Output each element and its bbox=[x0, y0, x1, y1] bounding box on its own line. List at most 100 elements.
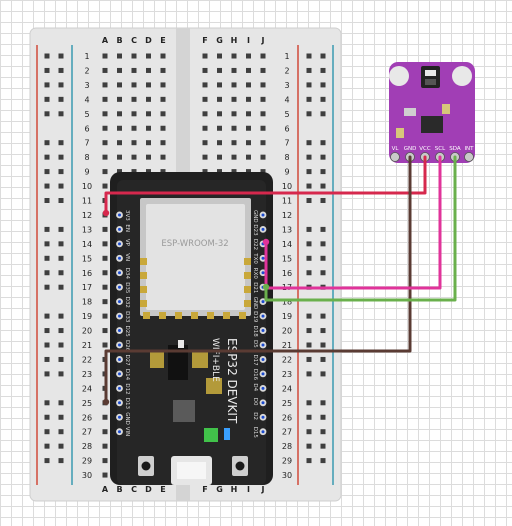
rail-hole[interactable] bbox=[44, 226, 50, 232]
breadboard-hole[interactable] bbox=[160, 53, 166, 59]
rail-hole[interactable] bbox=[320, 342, 326, 348]
rail-hole[interactable] bbox=[320, 111, 326, 117]
rail-hole[interactable] bbox=[306, 82, 312, 88]
rail-hole[interactable] bbox=[306, 313, 312, 319]
breadboard-hole[interactable] bbox=[117, 96, 122, 102]
breadboard-hole[interactable] bbox=[160, 154, 166, 160]
breadboard-hole[interactable] bbox=[217, 125, 222, 131]
breadboard-hole[interactable] bbox=[202, 125, 208, 131]
breadboard-hole[interactable] bbox=[231, 53, 237, 59]
rail-hole[interactable] bbox=[58, 111, 64, 117]
breadboard-hole[interactable] bbox=[102, 299, 108, 305]
rail-hole[interactable] bbox=[306, 328, 312, 334]
rail-hole[interactable] bbox=[306, 371, 312, 377]
rail-hole[interactable] bbox=[320, 154, 326, 160]
breadboard-hole[interactable] bbox=[131, 67, 137, 73]
breadboard-hole[interactable] bbox=[146, 169, 151, 175]
rail-hole[interactable] bbox=[58, 328, 64, 334]
sensor-pin[interactable] bbox=[464, 152, 474, 162]
rail-hole[interactable] bbox=[44, 458, 50, 464]
breadboard-hole[interactable] bbox=[246, 82, 251, 88]
breadboard-hole[interactable] bbox=[246, 111, 251, 117]
rail-hole[interactable] bbox=[320, 67, 326, 73]
rail-hole[interactable] bbox=[306, 429, 312, 435]
breadboard-hole[interactable] bbox=[146, 96, 151, 102]
breadboard-hole[interactable] bbox=[217, 67, 222, 73]
breadboard-hole[interactable] bbox=[102, 226, 108, 232]
breadboard-hole[interactable] bbox=[102, 429, 108, 435]
rail-hole[interactable] bbox=[320, 443, 326, 449]
rail-hole[interactable] bbox=[58, 82, 64, 88]
breadboard-hole[interactable] bbox=[102, 169, 108, 175]
rail-hole[interactable] bbox=[44, 241, 50, 247]
rail-hole[interactable] bbox=[320, 255, 326, 261]
rail-hole[interactable] bbox=[306, 443, 312, 449]
breadboard-hole[interactable] bbox=[231, 169, 237, 175]
rail-hole[interactable] bbox=[58, 356, 64, 362]
rail-hole[interactable] bbox=[44, 342, 50, 348]
rail-hole[interactable] bbox=[44, 169, 50, 175]
breadboard-hole[interactable] bbox=[117, 67, 122, 73]
rail-hole[interactable] bbox=[320, 371, 326, 377]
rail-hole[interactable] bbox=[58, 400, 64, 406]
breadboard-hole[interactable] bbox=[117, 154, 122, 160]
breadboard-hole[interactable] bbox=[102, 328, 108, 334]
breadboard-hole[interactable] bbox=[231, 96, 237, 102]
breadboard-hole[interactable] bbox=[102, 313, 108, 319]
breadboard-hole[interactable] bbox=[160, 140, 166, 146]
rail-hole[interactable] bbox=[58, 226, 64, 232]
rail-hole[interactable] bbox=[58, 96, 64, 102]
rail-hole[interactable] bbox=[306, 255, 312, 261]
breadboard-hole[interactable] bbox=[146, 140, 151, 146]
rail-hole[interactable] bbox=[58, 342, 64, 348]
rail-hole[interactable] bbox=[44, 356, 50, 362]
rail-hole[interactable] bbox=[44, 255, 50, 261]
rail-hole[interactable] bbox=[44, 82, 50, 88]
breadboard-hole[interactable] bbox=[260, 67, 266, 73]
breadboard-hole[interactable] bbox=[246, 169, 251, 175]
rail-hole[interactable] bbox=[44, 443, 50, 449]
rail-hole[interactable] bbox=[58, 270, 64, 276]
breadboard-hole[interactable] bbox=[202, 67, 208, 73]
sensor-pin[interactable] bbox=[390, 152, 400, 162]
rail-hole[interactable] bbox=[306, 183, 312, 189]
rail-hole[interactable] bbox=[306, 169, 312, 175]
breadboard-hole[interactable] bbox=[202, 82, 208, 88]
rail-hole[interactable] bbox=[306, 414, 312, 420]
rail-hole[interactable] bbox=[44, 328, 50, 334]
rail-hole[interactable] bbox=[320, 270, 326, 276]
breadboard-hole[interactable] bbox=[102, 67, 108, 73]
rail-hole[interactable] bbox=[58, 53, 64, 59]
breadboard-hole[interactable] bbox=[131, 82, 137, 88]
breadboard-hole[interactable] bbox=[131, 53, 137, 59]
rail-hole[interactable] bbox=[306, 198, 312, 203]
rail-hole[interactable] bbox=[320, 140, 326, 146]
rail-hole[interactable] bbox=[58, 371, 64, 377]
breadboard-hole[interactable] bbox=[102, 472, 108, 478]
rail-hole[interactable] bbox=[320, 226, 326, 232]
breadboard-hole[interactable] bbox=[131, 140, 137, 146]
rail-hole[interactable] bbox=[320, 198, 326, 203]
breadboard-hole[interactable] bbox=[146, 125, 151, 131]
breadboard-hole[interactable] bbox=[217, 154, 222, 160]
rail-hole[interactable] bbox=[320, 429, 326, 435]
breadboard-hole[interactable] bbox=[117, 125, 122, 131]
rail-hole[interactable] bbox=[44, 96, 50, 102]
rail-hole[interactable] bbox=[306, 342, 312, 348]
breadboard-hole[interactable] bbox=[260, 96, 266, 102]
breadboard-hole[interactable] bbox=[102, 183, 108, 189]
rail-hole[interactable] bbox=[58, 284, 64, 290]
breadboard-hole[interactable] bbox=[246, 125, 251, 131]
breadboard-hole[interactable] bbox=[260, 125, 266, 131]
breadboard-hole[interactable] bbox=[231, 125, 237, 131]
breadboard-hole[interactable] bbox=[160, 111, 166, 117]
rail-hole[interactable] bbox=[306, 140, 312, 146]
breadboard-hole[interactable] bbox=[117, 169, 122, 175]
breadboard-hole[interactable] bbox=[246, 96, 251, 102]
breadboard-hole[interactable] bbox=[131, 125, 137, 131]
rail-hole[interactable] bbox=[320, 183, 326, 189]
breadboard-hole[interactable] bbox=[246, 53, 251, 59]
breadboard-hole[interactable] bbox=[102, 82, 108, 88]
breadboard-hole[interactable] bbox=[231, 111, 237, 117]
rail-hole[interactable] bbox=[306, 96, 312, 102]
